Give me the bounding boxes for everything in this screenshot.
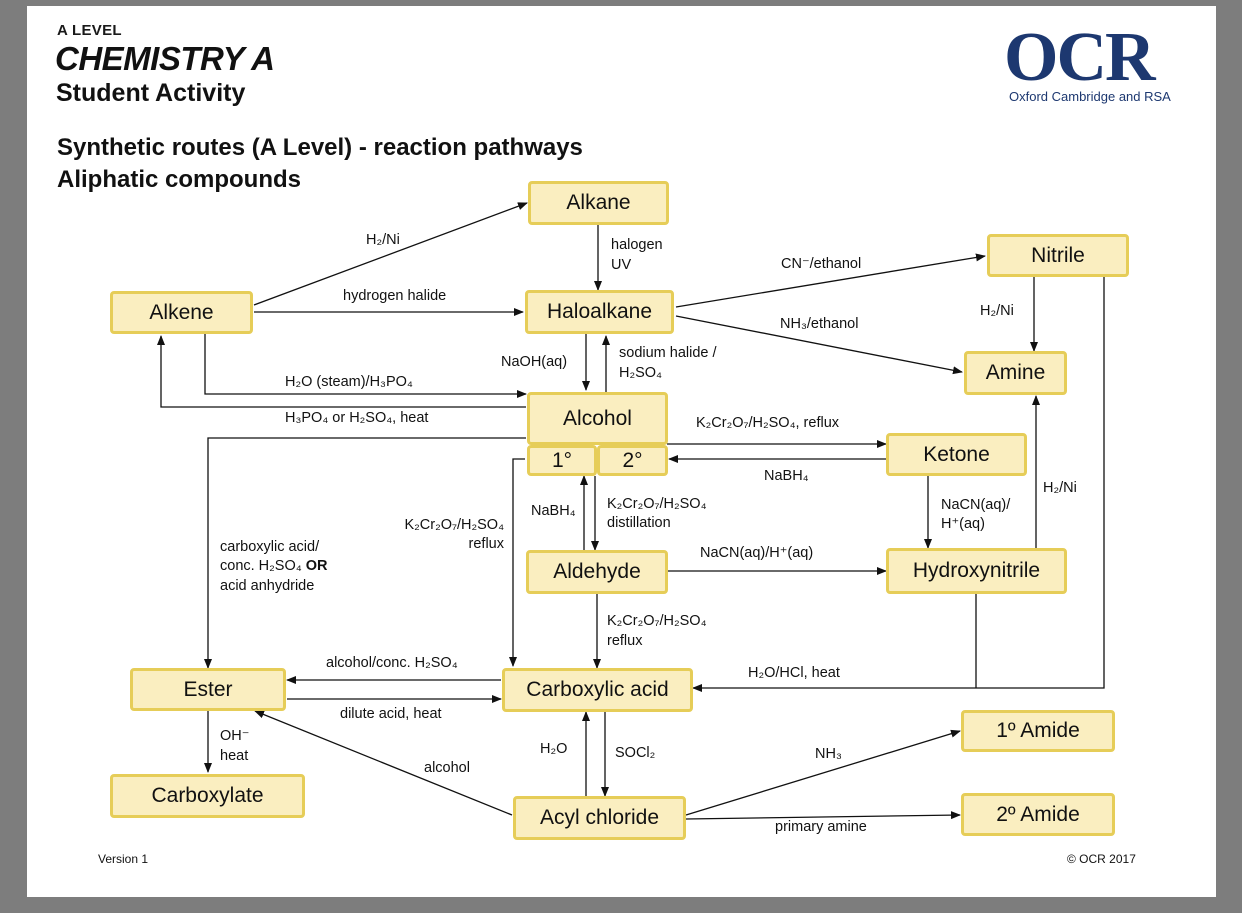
reagent-hydrogen-halide: hydrogen halide (343, 288, 447, 304)
version-label: Version 1 (98, 852, 149, 866)
reagent-dilute-acid: dilute acid, heat (340, 706, 442, 722)
reagent-primary-amine: primary amine (775, 819, 867, 835)
reagent-naoh: NaOH(aq) (501, 354, 568, 370)
reagent-nh3-ethanol: NH₃/ethanol (780, 316, 859, 332)
reagent-h2-ni-hydroxynitrile: H₂/Ni (1043, 480, 1077, 496)
reagent-socl2: SOCl₂ (615, 745, 656, 761)
compound-alkene: Alkene (110, 291, 253, 334)
arrow-acyl-amide1 (685, 729, 961, 816)
reagent-h-plus: H⁺(aq) (941, 516, 985, 532)
reagent-uv: UV (611, 257, 632, 273)
compound-haloalkane: Haloalkane (525, 290, 674, 334)
compound-aldehyde: Aldehyde (526, 550, 668, 594)
alcohol-primary: 1° (527, 445, 597, 476)
reagent-oxidation-ald-acid: K₂Cr₂O₇/H₂SO₄ (607, 613, 707, 629)
reagent-sodium-halide: sodium halide / (619, 345, 717, 361)
arrow-nitrile-carboxylic (692, 277, 1105, 692)
reagent-h2-ni-nitrile: H₂/Ni (980, 303, 1014, 319)
reagent-water: H₂O (540, 741, 568, 757)
arrow-acyl-amide2 (685, 811, 961, 820)
reagent-h2-ni-alkene: H₂/Ni (366, 232, 400, 248)
subject-title: CHEMISTRY A (55, 40, 275, 77)
reagent-dehydration: H₃PO₄ or H₂SO₄, heat (285, 410, 429, 426)
arrow-alcohol-alkene (157, 335, 526, 408)
arrow-haloalkane-nitrile (675, 253, 986, 308)
compound-alcohol: Alcohol (527, 392, 668, 445)
reagent-nacn-ketone: NaCN(aq)/ (941, 497, 1011, 513)
reagent-distillation: distillation (607, 515, 671, 531)
reagent-esterification-3: acid anhydride (220, 578, 315, 594)
arrow-alkene-alcohol (204, 334, 527, 398)
reagent-alcohol-acyl: alcohol (424, 760, 470, 776)
reagent-hydrolysis: H₂O/HCl, heat (748, 665, 840, 681)
compound-ester: Ester (130, 668, 286, 711)
compound-nitrile: Nitrile (987, 234, 1129, 277)
compound-carboxylate: Carboxylate (110, 774, 305, 818)
ocr-logo: OCR (1004, 19, 1156, 96)
reagent-nabh4-aldehyde: NaBH₄ (531, 503, 576, 519)
arrow-alkene-alkane (253, 202, 528, 306)
reagent-reflux-ald-acid: reflux (607, 633, 643, 649)
reagent-h2so4: H₂SO₄ (619, 365, 662, 381)
arrow-haloalkane-amine (675, 315, 963, 375)
reagent-alcohol-conc: alcohol/conc. H₂SO₄ (326, 655, 458, 671)
reagent-hydroxide: OH⁻ (220, 728, 250, 744)
reagent-heat: heat (220, 748, 249, 764)
copyright-label: © OCR 2017 (1067, 852, 1136, 866)
alcohol-secondary: 2° (597, 445, 668, 476)
reagent-oxidation-acid: K₂Cr₂O₇/H₂SO₄ (404, 517, 505, 533)
compound-secondary-amide: 2º Amide (961, 793, 1115, 836)
arrow-primary-carboxylic (509, 458, 525, 667)
reagent-esterification-2: conc. H₂SO₄ OR (220, 558, 328, 574)
reagent-steam: H₂O (steam)/H₃PO₄ (285, 374, 413, 390)
activity-label: Student Activity (56, 79, 246, 107)
reagent-oxidation-aldehyde: K₂Cr₂O₇/H₂SO₄ (607, 496, 707, 512)
reagent-nacn-aldehyde: NaCN(aq)/H⁺(aq) (700, 545, 814, 561)
reagent-esterification-1: carboxylic acid/ (220, 539, 320, 555)
reagent-cn-ethanol: CN⁻/ethanol (781, 256, 862, 272)
page-subtitle: Aliphatic compounds (57, 166, 302, 193)
reagent-nh3: NH₃ (815, 746, 842, 762)
compound-carboxylic-acid: Carboxylic acid (502, 668, 693, 712)
compound-ketone: Ketone (886, 433, 1027, 476)
page-title: Synthetic routes (A Level) - reaction pa… (57, 134, 583, 161)
arrow-alcohol-ester (204, 437, 526, 669)
arrow-acyl-ester (254, 710, 513, 816)
compound-acyl-chloride: Acyl chloride (513, 796, 686, 840)
compound-alkane: Alkane (528, 181, 669, 225)
reagent-nabh4-ketone: NaBH₄ (764, 468, 809, 484)
compound-primary-amide: 1º Amide (961, 710, 1115, 752)
level-label: A LEVEL (57, 22, 122, 39)
reagent-oxidation-ketone: K₂Cr₂O₇/H₂SO₄, reflux (696, 415, 840, 431)
reagent-reflux-acid: reflux (468, 536, 504, 552)
compound-amine: Amine (964, 351, 1067, 395)
compound-hydroxynitrile: Hydroxynitrile (886, 548, 1067, 594)
ocr-logo-subtitle: Oxford Cambridge and RSA (1009, 89, 1171, 104)
reagent-halogen: halogen (611, 237, 663, 253)
